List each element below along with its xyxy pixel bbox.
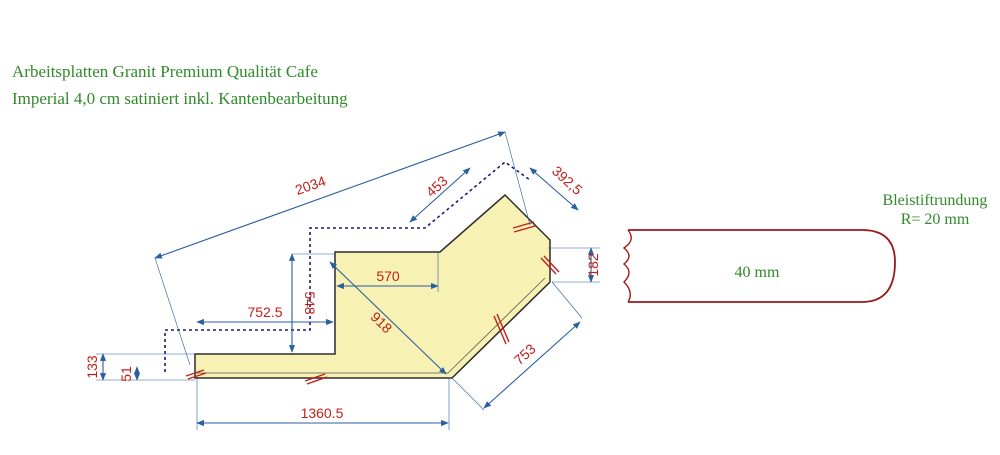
dimension-51: 51 bbox=[118, 366, 134, 382]
edge-profile: Bleistiftrundung R= 20 mm 40 mm bbox=[622, 192, 988, 303]
dimension-2034: 2034 bbox=[293, 173, 328, 198]
edge-profile-heading: Bleistiftrundung bbox=[883, 192, 988, 209]
dimension-lines bbox=[96, 131, 600, 430]
dimension-392-5: 392,5 bbox=[549, 163, 586, 198]
edge-profile-radius: R= 20 mm bbox=[901, 211, 970, 228]
dimension-1360-5: 1360.5 bbox=[301, 405, 344, 421]
dimension-453: 453 bbox=[423, 172, 451, 200]
edge-profile-thickness: 40 mm bbox=[735, 264, 780, 281]
edge-profile-outline bbox=[628, 229, 896, 303]
dimension-133: 133 bbox=[84, 355, 100, 379]
dimension-752-5: 752.5 bbox=[247, 304, 282, 320]
dimension-548: 548 bbox=[302, 291, 318, 315]
title-line-1: Arbeitsplatten Granit Premium Qualität C… bbox=[12, 62, 318, 81]
dimension-570: 570 bbox=[376, 268, 400, 284]
dimension-753: 753 bbox=[511, 340, 539, 368]
title-line-2: Imperial 4,0 cm satiniert inkl. Kantenbe… bbox=[12, 89, 348, 108]
edge-profile-break bbox=[622, 229, 632, 303]
dimension-182: 182 bbox=[585, 253, 601, 277]
slab-edge-line bbox=[195, 277, 546, 374]
